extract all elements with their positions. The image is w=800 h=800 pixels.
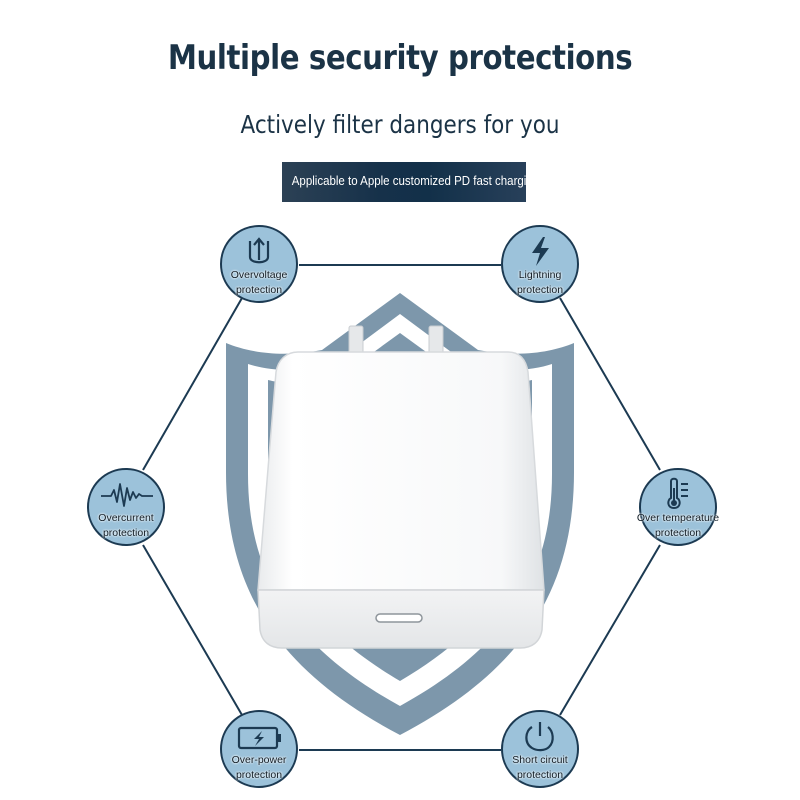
compatibility-banner-text: Applicable to Apple customized PD fast c… [291, 174, 540, 188]
protection-node-over-temperature: Over temperature protection [637, 468, 719, 546]
protection-label: Overvoltage protection [230, 269, 288, 296]
protection-node-over-power: Over-power protection [220, 710, 298, 788]
protection-label: Over temperature protection [636, 512, 720, 539]
charger-body [257, 351, 545, 649]
page-subtitle: Actively filter dangers for you [240, 110, 560, 139]
protection-node-short-circuit: Short circuit protection [501, 710, 579, 788]
connector-line-upper-right [559, 297, 661, 471]
waveform-icon [101, 483, 153, 507]
protection-node-overvoltage: Overvoltage protection [220, 225, 298, 303]
connector-lines [142, 264, 661, 751]
usb-c-port [375, 613, 423, 623]
protection-label: Short circuit protection [512, 754, 568, 781]
connector-line-lower-right [559, 544, 661, 716]
protection-label: Over-power protection [231, 754, 287, 781]
connector-line-lower-left [142, 544, 243, 716]
connector-line-upper-left [142, 297, 243, 471]
compatibility-banner: Applicable to Apple customized PD fast c… [282, 162, 540, 202]
protection-label: Lightning protection [516, 269, 564, 296]
protection-node-overcurrent: Overcurrent protection [87, 468, 165, 546]
power-icon [525, 722, 554, 752]
thermometer-icon [667, 477, 688, 510]
page-title: Multiple security protections [167, 38, 633, 78]
arrow-up-u-icon [248, 237, 270, 264]
protection-node-lightning: Lightning protection [501, 225, 579, 303]
lightning-icon [532, 237, 549, 266]
protection-label: Overcurrent protection [98, 512, 154, 539]
battery-icon [237, 726, 281, 750]
